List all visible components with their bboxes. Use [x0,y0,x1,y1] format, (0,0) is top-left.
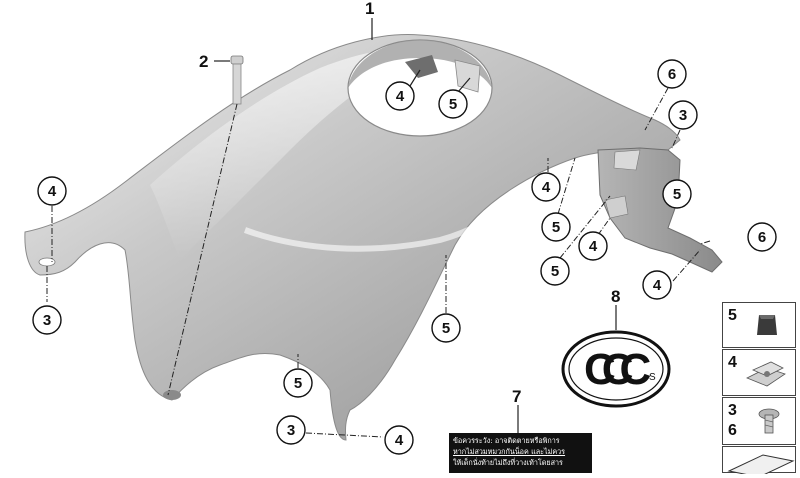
legend-cell-sheet [722,446,796,474]
svg-text:4: 4 [48,183,57,200]
callout-right-6-top: 6 [657,59,687,89]
callout-bottom-5: 5 [283,368,313,398]
legend-cell-clip-nut: 4 [722,349,796,396]
svg-text:5: 5 [442,320,450,337]
callout-right-5-inner: 5 [662,179,692,209]
callout-left-top: 4 [37,176,67,206]
callout-right-5-lower: 5 [541,212,571,242]
filler-nut [405,55,438,78]
svg-text:5: 5 [551,263,559,280]
ccc-mark: CCC S [561,330,671,408]
callout-right-3: 3 [668,100,698,130]
callout-right-4: 4 [531,172,561,202]
callout-center-5: 5 [431,313,461,343]
hardware-legend: 5 4 3 6 [722,302,798,474]
legend-label-3: 3 [728,402,737,419]
callout-bottom-4: 4 [384,425,414,455]
svg-text:4: 4 [542,179,551,196]
svg-text:5: 5 [673,186,681,203]
svg-text:5: 5 [294,375,302,392]
legend-cell-grommet: 5 [722,302,796,348]
legend-label-4: 4 [728,354,737,371]
clip-nut-icon [746,361,786,387]
callout-right-6: 6 [747,222,777,252]
leader-lines [46,18,711,438]
warning-line-2: หากไม่สวมหมวกกันน็อค และไม่ควร [453,447,566,456]
screw-part [167,55,244,396]
svg-text:5: 5 [449,96,457,113]
side-bracket [597,147,723,273]
callout-left-bottom: 3 [32,305,62,335]
rear-tab-hole [163,390,181,400]
filler-clip [454,59,481,93]
svg-text:6: 6 [758,229,766,246]
screw-icon [758,408,780,434]
svg-text:6: 6 [668,66,676,83]
tank-cover-highlight [150,47,430,260]
rubber-grommet-icon [757,315,777,335]
svg-text:4: 4 [395,432,404,449]
svg-text:3: 3 [43,312,51,329]
legend-label-6: 6 [728,422,737,439]
legend-label-5: 5 [728,307,737,324]
left-tab-hole [38,257,56,267]
callout-ring-clip: 5 [438,89,468,119]
label-part-7: 7 [512,387,521,406]
screw-axis-line [167,103,238,396]
svg-text:4: 4 [653,277,662,294]
warning-label: ข้อควรระวัง: อาจติดตายหรือพิการ หากไม่สว… [449,433,592,473]
svg-text:3: 3 [287,422,295,439]
svg-text:4: 4 [589,238,598,255]
warning-line-3: ให้เด็กนั่งท้ายไม่ถึงที่วางเท้าโดยสาร [453,458,563,467]
warning-line-1: ข้อควรระวัง: อาจติดตายหรือพิการ [453,436,560,445]
legend-cell-screw: 3 6 [722,397,796,445]
filler-rim [348,40,492,88]
tank-cover-crease [243,197,522,252]
bracket-tab [613,149,641,171]
ccc-mark-s: S [649,372,656,383]
label-part-1: 1 [365,0,374,18]
label-part-2: 2 [199,52,208,71]
bracket-clip [604,195,629,219]
tank-cover-body [24,34,681,441]
svg-text:4: 4 [396,88,405,105]
callout-right-4-bottom: 4 [642,270,672,300]
callout-right-4-inner: 4 [578,231,608,261]
callout-ring-inner: 4 [385,81,415,111]
svg-text:3: 3 [679,107,687,124]
sheet-part-icon [727,454,795,474]
callout-right-5-bottom: 5 [540,256,570,286]
callout-bottom-3: 3 [276,415,306,445]
label-part-8: 8 [611,287,620,306]
ccc-mark-text: CCC [584,345,651,394]
svg-text:5: 5 [552,219,560,236]
